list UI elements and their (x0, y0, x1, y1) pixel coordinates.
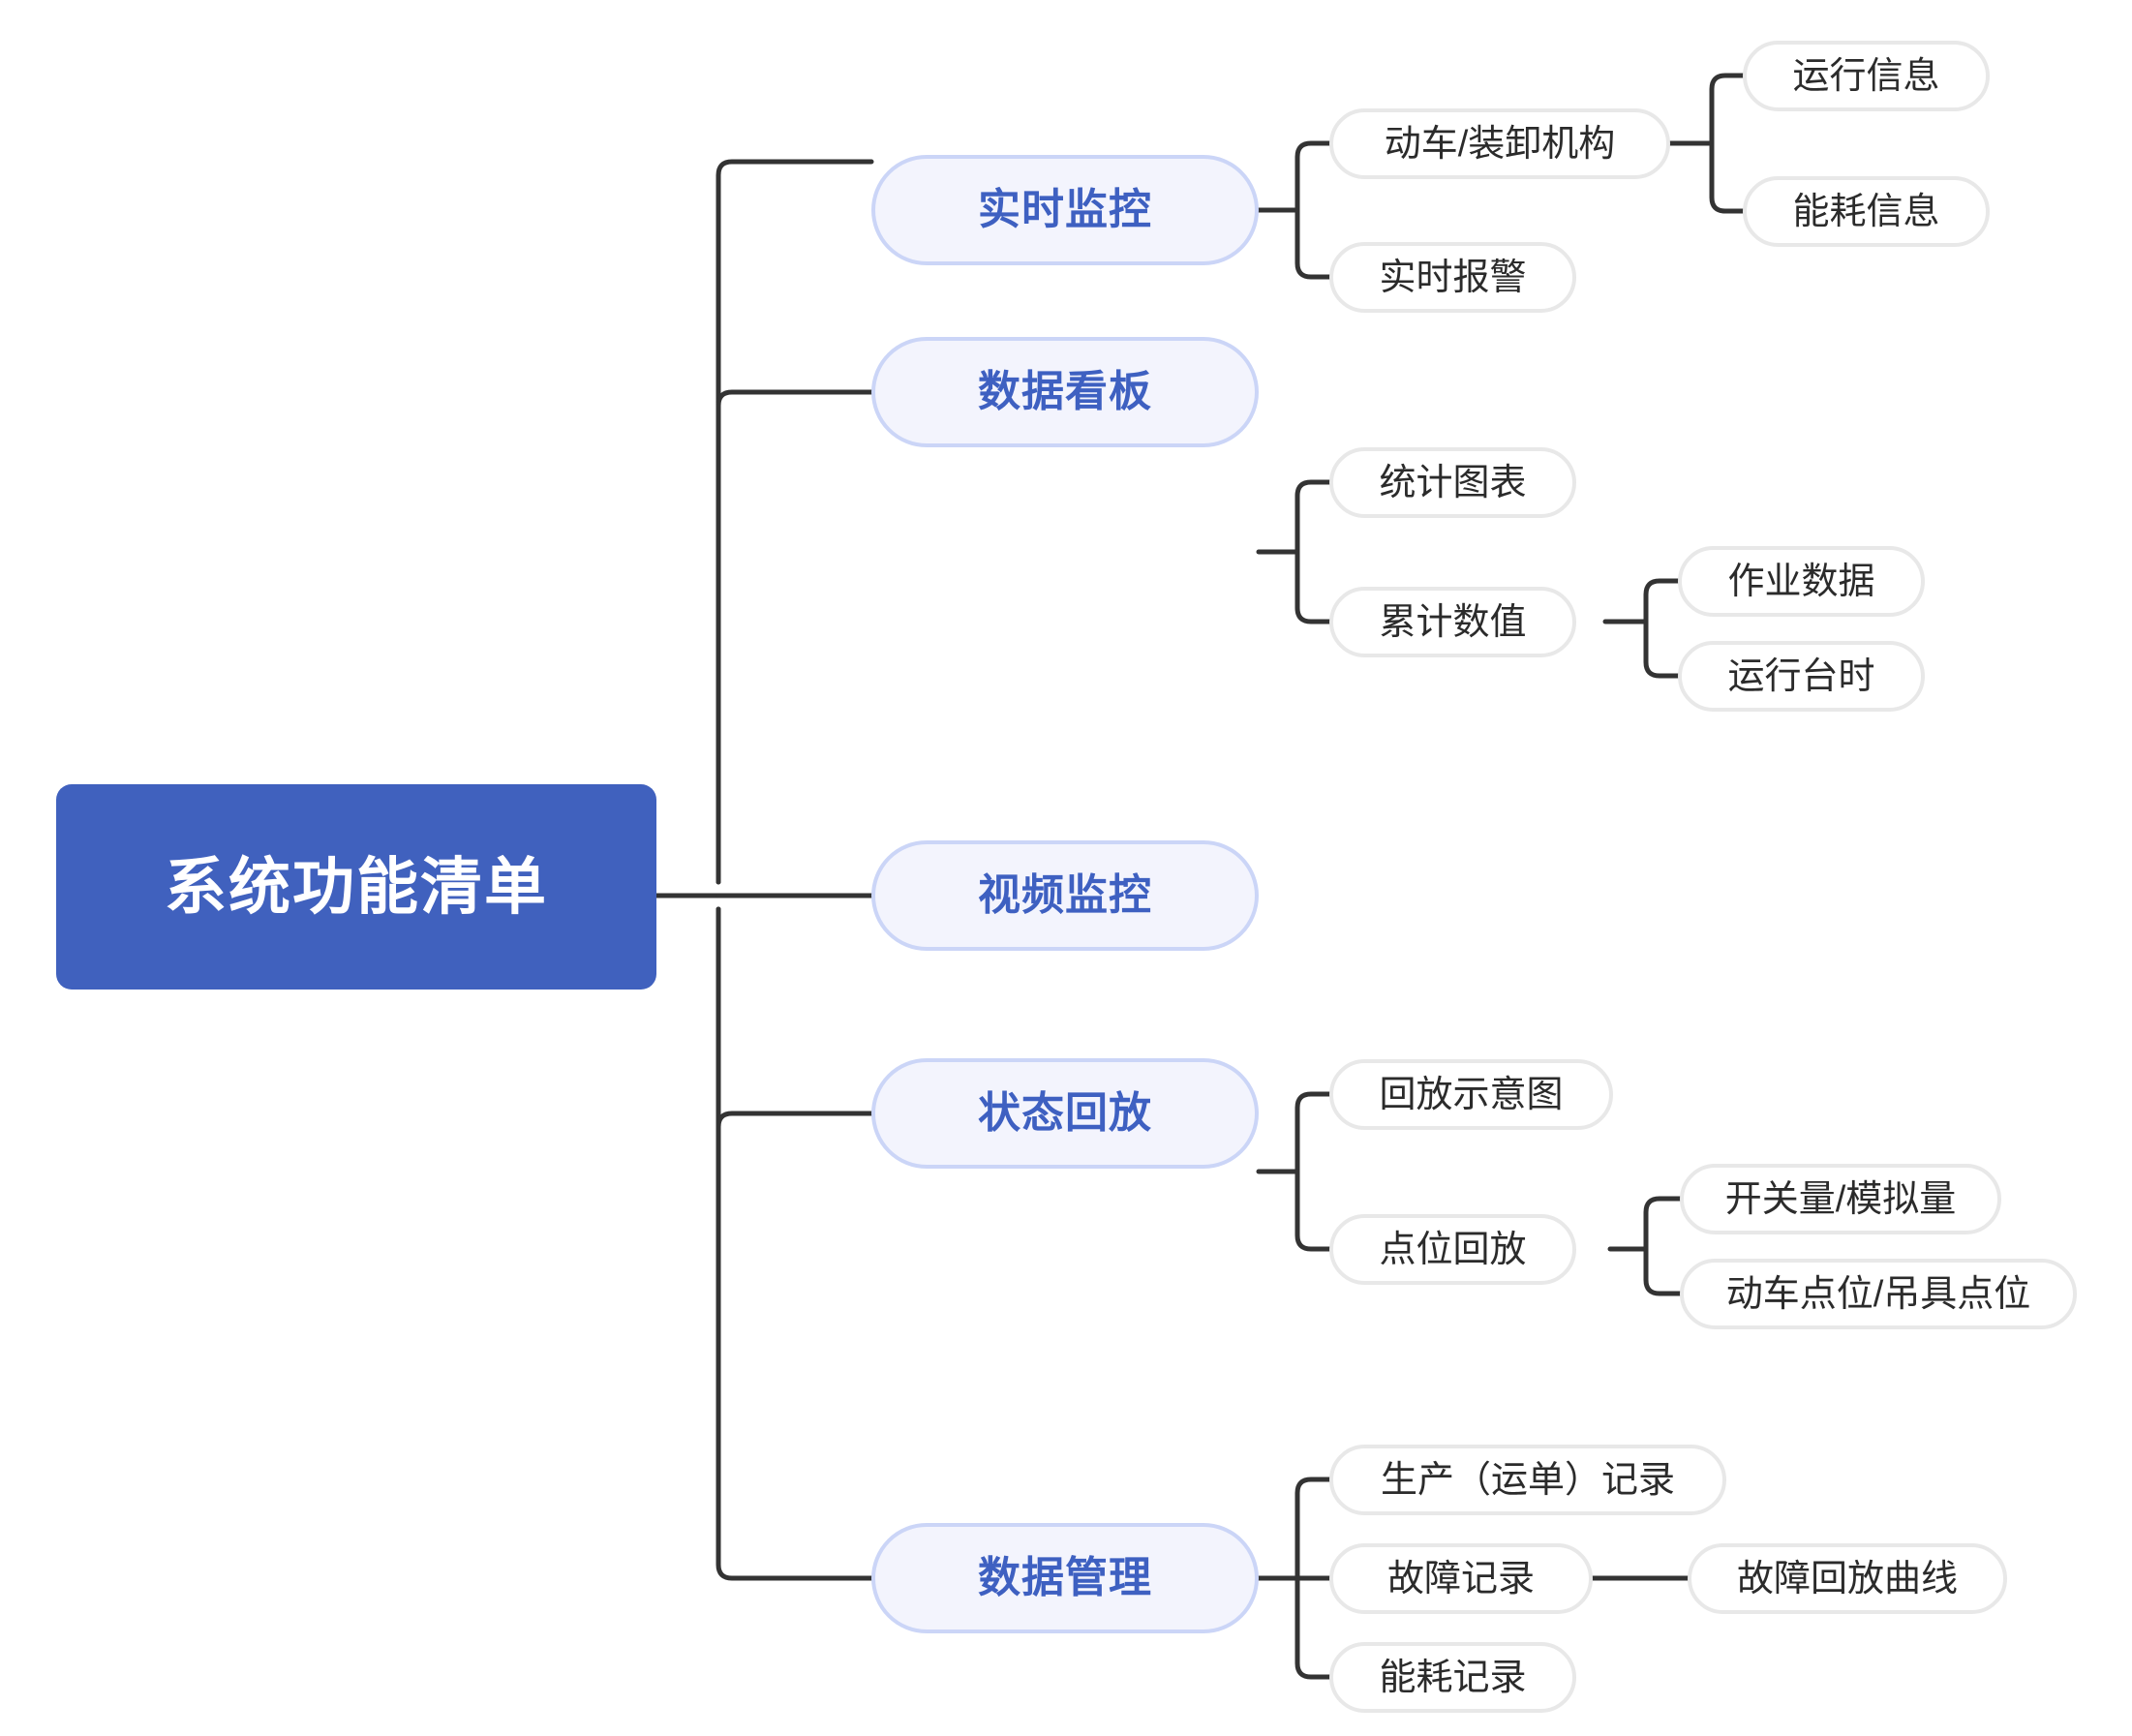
connector-trunk-b2 (716, 389, 874, 885)
leaf-node-running-hours[interactable]: 运行台时 (1678, 641, 1925, 712)
leaf-node-label: 生产（运单）记录 (1380, 1459, 1675, 1501)
connector-b1-bracket (1294, 140, 1332, 280)
branch-node-video-surveillance[interactable]: 视频监控 (871, 840, 1259, 951)
leaf-node-vehicle-loading-mechanism[interactable]: 动车/装卸机构 (1329, 108, 1670, 179)
leaf-node-label: 故障回放曲线 (1736, 1558, 1958, 1599)
leaf-node-label: 实时报警 (1379, 257, 1527, 298)
connector-b2-bracket (1294, 479, 1332, 624)
connector-b4-bracket (1294, 1091, 1332, 1252)
leaf-node-label: 作业数据 (1727, 561, 1875, 602)
connector-b4c2-bracket (1643, 1196, 1683, 1296)
connector-trunk-bottom (716, 906, 874, 1581)
leaf-node-label: 故障记录 (1386, 1558, 1535, 1599)
leaf-node-realtime-alarm[interactable]: 实时报警 (1329, 242, 1576, 313)
root-node[interactable]: 系统功能清单 (56, 784, 656, 990)
leaf-node-label: 点位回放 (1379, 1229, 1527, 1270)
leaf-node-operation-info[interactable]: 运行信息 (1743, 41, 1990, 111)
branch-node-data-dashboard[interactable]: 数据看板 (871, 337, 1259, 447)
leaf-node-label: 统计图表 (1379, 462, 1527, 503)
branch-node-label: 实时监控 (978, 186, 1152, 233)
leaf-node-label: 动车点位/吊具点位 (1725, 1273, 2031, 1315)
leaf-node-digital-analog-quantity[interactable]: 开关量/模拟量 (1680, 1164, 2001, 1234)
leaf-node-label: 回放示意图 (1379, 1074, 1564, 1115)
branch-node-status-playback[interactable]: 状态回放 (871, 1058, 1259, 1169)
leaf-node-label: 动车/装卸机构 (1384, 123, 1616, 165)
branch-node-label: 数据看板 (978, 368, 1152, 415)
connector-b5-bracket (1294, 1477, 1332, 1680)
leaf-node-label: 能耗信息 (1792, 191, 1940, 232)
leaf-node-label: 运行台时 (1727, 655, 1875, 697)
leaf-node-cumulative-values[interactable]: 累计数值 (1329, 587, 1576, 657)
branch-node-label: 数据管理 (978, 1554, 1152, 1601)
branch-node-realtime-monitoring[interactable]: 实时监控 (871, 155, 1259, 265)
connector-trunk-b4 (716, 906, 874, 1130)
connector-trunk-top (716, 159, 874, 885)
leaf-node-label: 能耗记录 (1379, 1657, 1527, 1698)
root-node-label: 系统功能清单 (165, 852, 548, 922)
branch-node-label: 状态回放 (978, 1089, 1152, 1137)
leaf-node-fault-record[interactable]: 故障记录 (1329, 1543, 1593, 1614)
leaf-node-energy-info[interactable]: 能耗信息 (1743, 176, 1990, 247)
leaf-node-label: 运行信息 (1792, 55, 1940, 97)
leaf-node-point-playback[interactable]: 点位回放 (1329, 1214, 1576, 1285)
connector-b1c1-bracket (1709, 73, 1746, 214)
leaf-node-vehicle-spreader-points[interactable]: 动车点位/吊具点位 (1680, 1259, 2077, 1329)
leaf-node-fault-playback-curve[interactable]: 故障回放曲线 (1688, 1543, 2007, 1614)
connector-b2c2-bracket (1643, 578, 1681, 679)
leaf-node-operation-data[interactable]: 作业数据 (1678, 546, 1925, 617)
branch-node-data-management[interactable]: 数据管理 (871, 1523, 1259, 1633)
leaf-node-playback-diagram[interactable]: 回放示意图 (1329, 1059, 1613, 1130)
leaf-node-statistical-charts[interactable]: 统计图表 (1329, 447, 1576, 518)
leaf-node-label: 开关量/模拟量 (1724, 1178, 1957, 1220)
branch-node-label: 视频监控 (978, 871, 1152, 919)
leaf-node-label: 累计数值 (1379, 601, 1527, 643)
leaf-node-production-waybill-record[interactable]: 生产（运单）记录 (1329, 1445, 1726, 1515)
leaf-node-energy-record[interactable]: 能耗记录 (1329, 1642, 1576, 1713)
